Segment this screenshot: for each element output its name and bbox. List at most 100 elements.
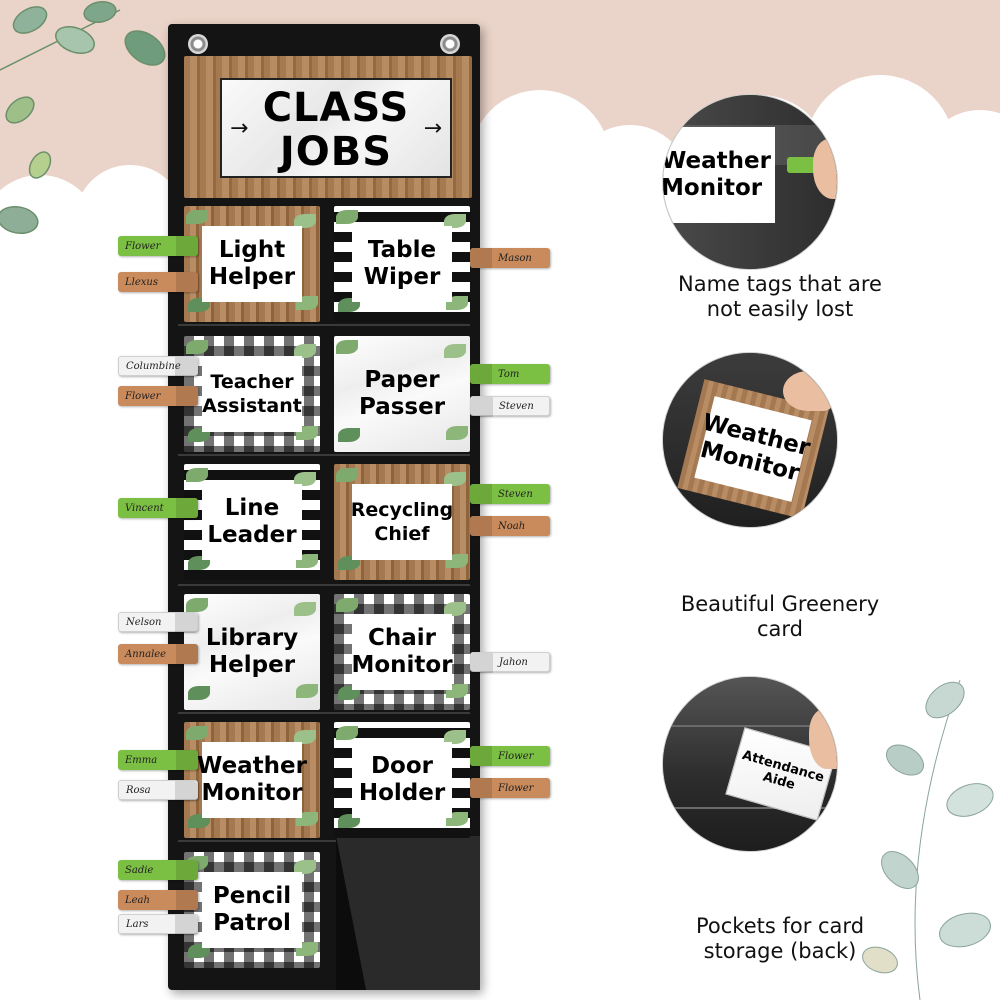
clothespin-icon: Lars [118,914,198,935]
caption-greenery-card: Beautiful Greenery card [640,592,920,642]
detail-card-line: Weather [662,148,771,174]
job-label-line: Wiper [363,264,441,290]
leaf-icon [186,340,208,354]
caption-line: Pockets for card [695,914,865,938]
title-line-1: CLASS [262,85,410,131]
detail-card-line: Monitor [662,175,763,201]
detail-pockets: Attendance Aide [662,676,838,852]
job-label-line: Patrol [213,910,291,936]
job-label-line: Monitor [351,652,453,678]
clip-name: Annalee [125,648,167,660]
clothespin-icon: Llexus [118,272,198,292]
leaf-icon [336,726,358,740]
clip-name: Rosa [126,784,151,796]
clip-name: Noah [498,520,526,532]
clip-name: Columbine [126,360,181,372]
clothespin-icon: Tom [470,364,550,384]
job-label-line: Chair [367,625,436,651]
clothespin-icon: Vincent [118,498,198,518]
clothespin-icon: Flower [470,778,550,798]
clip-name: Mason [498,252,532,264]
caption-pockets: Pockets for card storage (back) [640,914,920,964]
job-label-line: Helper [208,652,296,678]
clothespin-icon: Flower [118,236,198,256]
leaf-icon [336,210,358,224]
job-label-line: Chief [374,523,430,545]
job-label-line: Holder [358,780,446,806]
pocket-divider [178,840,470,842]
leaf-icon [294,602,316,616]
pocket-divider [178,712,470,714]
leaf-icon [294,730,316,744]
job-label-line: Door [370,753,434,779]
grommet-icon [188,34,208,54]
caption-line: not easily lost [706,297,854,321]
clip-name: Leah [125,894,150,906]
leaf-icon [186,210,208,224]
title-plate: → → CLASS JOBS [220,78,452,178]
leaf-icon [294,472,316,486]
leaf-icon [444,730,466,744]
pocket-divider [178,324,470,326]
leaf-icon [296,684,318,698]
clip-name: Steven [499,400,534,412]
clothespin-icon: Nelson [118,612,198,633]
job-label-line: Monitor [201,780,303,806]
arrow-right-icon: → [423,116,442,141]
leaf-icon [444,344,466,358]
clip-name: Vincent [125,502,164,514]
job-label-line: Weather [197,753,307,779]
clothespin-icon: Rosa [118,780,198,801]
hand [809,709,837,769]
arrow-left-icon: → [230,116,249,141]
leaf-icon [444,602,466,616]
job-label-line: Leader [207,522,297,548]
clip-name: Lars [126,918,149,930]
leaf-icon [336,340,358,354]
clothespin-icon: Steven [470,396,550,417]
clothespin-icon: Columbine [118,356,198,377]
job-label-line: Table [367,237,437,263]
caption-name-tags: Name tags that are not easily lost [640,272,920,322]
clothespin-icon: Sadie [118,860,198,880]
caption-line: Name tags that are [678,272,882,296]
job-label-line: Assistant [202,395,302,417]
clip-name: Jahon [499,656,528,668]
folded-corner [336,836,480,990]
job-label-line: Passer [358,394,446,420]
clothespin-icon: Mason [470,248,550,268]
leaf-icon [186,468,208,482]
leaf-icon [336,598,358,612]
grommet-icon [440,34,460,54]
leaf-icon [186,726,208,740]
clip-name: Flower [125,390,161,402]
job-label-line: Helper [208,264,296,290]
clothespin-icon: Flower [470,746,550,766]
clip-name: Emma [125,754,158,766]
clothespin-icon: Annalee [118,644,198,664]
clip-name: Tom [498,368,520,380]
title-line-2: JOBS [279,129,393,175]
detail-greenery-card: Weather Monitor [662,352,838,528]
job-label-line: Recycling [350,499,454,521]
leaf-icon [338,428,360,442]
